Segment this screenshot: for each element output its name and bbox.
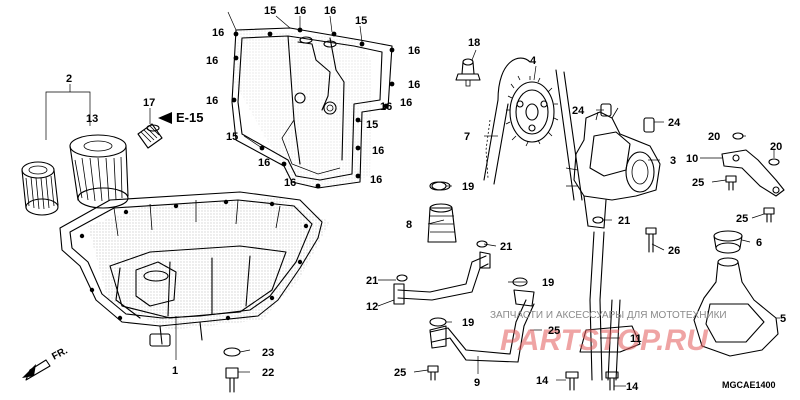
callout-25-c: 25 — [692, 177, 704, 189]
callout-21-b: 21 — [366, 275, 378, 287]
callout-7: 7 — [464, 131, 470, 143]
callout-25-a: 25 — [548, 325, 560, 337]
callout-24-a: 24 — [572, 105, 585, 117]
callout-3: 3 — [670, 155, 676, 167]
drive-sprocket — [505, 75, 559, 147]
oil-pressure-switch — [455, 58, 481, 87]
callout-16-j: 16 — [400, 97, 412, 109]
callout-19-c: 19 — [462, 317, 474, 329]
oil-jet-8 — [427, 181, 457, 243]
bolts — [225, 175, 775, 393]
callout-16-m: 16 — [380, 101, 392, 113]
callout-9: 9 — [474, 377, 480, 389]
callout-16-g: 16 — [284, 177, 296, 189]
callout-4: 4 — [530, 55, 537, 67]
callout-16-b: 16 — [324, 5, 336, 17]
reference-arrow: E-15 — [158, 110, 203, 125]
callout-1: 1 — [172, 365, 178, 377]
callout-12: 12 — [366, 301, 378, 313]
callout-16-h: 16 — [408, 45, 420, 57]
callout-13: 13 — [86, 113, 98, 125]
callout-19-b: 19 — [542, 277, 554, 289]
oil-pipe-9 — [429, 289, 535, 363]
callout-20-b: 20 — [770, 141, 782, 153]
callout-16-d: 16 — [206, 55, 218, 67]
strainer-seal — [713, 230, 743, 254]
watermark-brand: PARTSTOP.RU — [500, 324, 709, 357]
callout-25-d: 25 — [736, 213, 748, 225]
oil-pan-gasket — [231, 27, 395, 190]
callout-5: 5 — [780, 313, 786, 325]
callout-16-f: 16 — [258, 157, 270, 169]
front-label: FR. — [50, 345, 70, 362]
oil-pipe-main — [579, 231, 641, 381]
callout-20-a: 20 — [708, 131, 720, 143]
oil-pan — [59, 191, 330, 347]
callout-14-b: 14 — [626, 381, 639, 393]
callout-numbers: 2 13 17 1 23 22 15 16 16 15 16 16 16 15 … — [66, 5, 786, 393]
callout-15-d: 15 — [366, 119, 378, 131]
leader-lines — [45, 11, 780, 387]
callout-8: 8 — [406, 219, 412, 231]
callout-24-b: 24 — [668, 117, 681, 129]
diagram-code: MGCAE1400 — [722, 380, 776, 390]
filter-bolt — [137, 123, 163, 149]
pump-bracket — [721, 149, 785, 197]
callout-19-a: 19 — [462, 181, 474, 193]
watermark-line: ЗАПЧАСТИ И АКСЕССУАРЫ ДЛЯ МОТОТЕХНИКИ — [490, 310, 727, 321]
front-arrow: FR. — [22, 345, 70, 381]
callout-16-c: 16 — [212, 27, 224, 39]
reference-label: E-15 — [176, 110, 203, 125]
drive-chain — [483, 57, 583, 201]
callout-16-k: 16 — [372, 145, 384, 157]
callout-22: 22 — [262, 367, 274, 379]
callout-16-e: 16 — [206, 95, 218, 107]
callout-17: 17 — [143, 97, 155, 109]
callout-14-a: 14 — [536, 375, 549, 387]
callout-15-b: 15 — [355, 15, 367, 27]
callout-26: 26 — [668, 245, 680, 257]
callout-11: 11 — [630, 333, 642, 345]
callout-21-a: 21 — [500, 241, 512, 253]
callout-25-b: 25 — [394, 367, 406, 379]
oil-pipe-12 — [393, 251, 491, 305]
callout-6: 6 — [756, 237, 762, 249]
callout-10: 10 — [686, 153, 698, 165]
callout-21-c: 21 — [618, 215, 630, 227]
watermark: ЗАПЧАСТИ И АКСЕССУАРЫ ДЛЯ МОТОТЕХНИКИ PA… — [490, 310, 727, 357]
callout-23: 23 — [262, 347, 274, 359]
callout-2: 2 — [66, 73, 72, 85]
oil-pump — [565, 103, 661, 229]
callout-16-i: 16 — [408, 79, 420, 91]
callout-15-a: 15 — [264, 5, 276, 17]
callout-15-c: 15 — [226, 131, 238, 143]
oil-strainer — [693, 257, 779, 357]
callout-16-a: 16 — [294, 5, 306, 17]
callout-18: 18 — [468, 37, 480, 49]
callout-16-l: 16 — [370, 174, 382, 186]
oil-filter — [21, 134, 129, 216]
